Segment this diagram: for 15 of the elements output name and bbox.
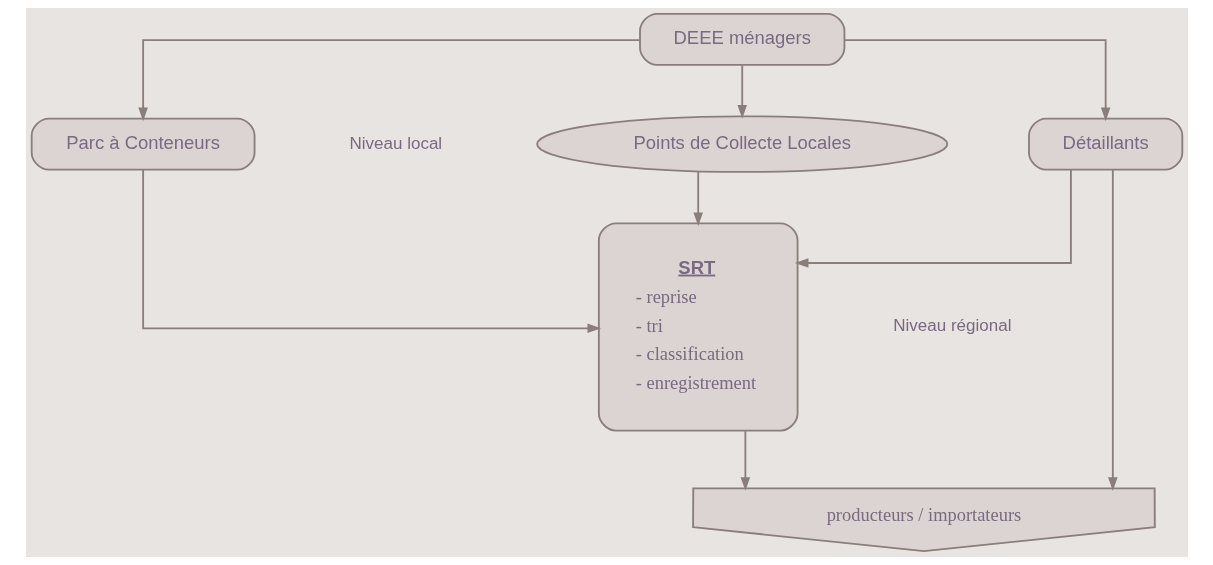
label: Niveau régional xyxy=(892,316,1011,336)
node-box: Détaillants xyxy=(1027,117,1183,171)
arrow xyxy=(141,168,601,334)
arrow xyxy=(740,430,750,491)
arrow xyxy=(794,169,1072,268)
node-box: DEEE ménagers xyxy=(638,12,845,66)
arrow xyxy=(843,39,1110,122)
label: Niveau local xyxy=(348,133,442,153)
node-ellipse: Points de Collecte Locales xyxy=(535,115,948,173)
arrow xyxy=(736,64,747,119)
node-box: SRT - reprise - tri - classification - enregistrement xyxy=(597,222,798,432)
node-box: Parc à Conteneurs xyxy=(30,117,255,171)
arrow xyxy=(1107,168,1118,491)
arrow xyxy=(137,39,641,122)
arrow xyxy=(692,170,703,227)
